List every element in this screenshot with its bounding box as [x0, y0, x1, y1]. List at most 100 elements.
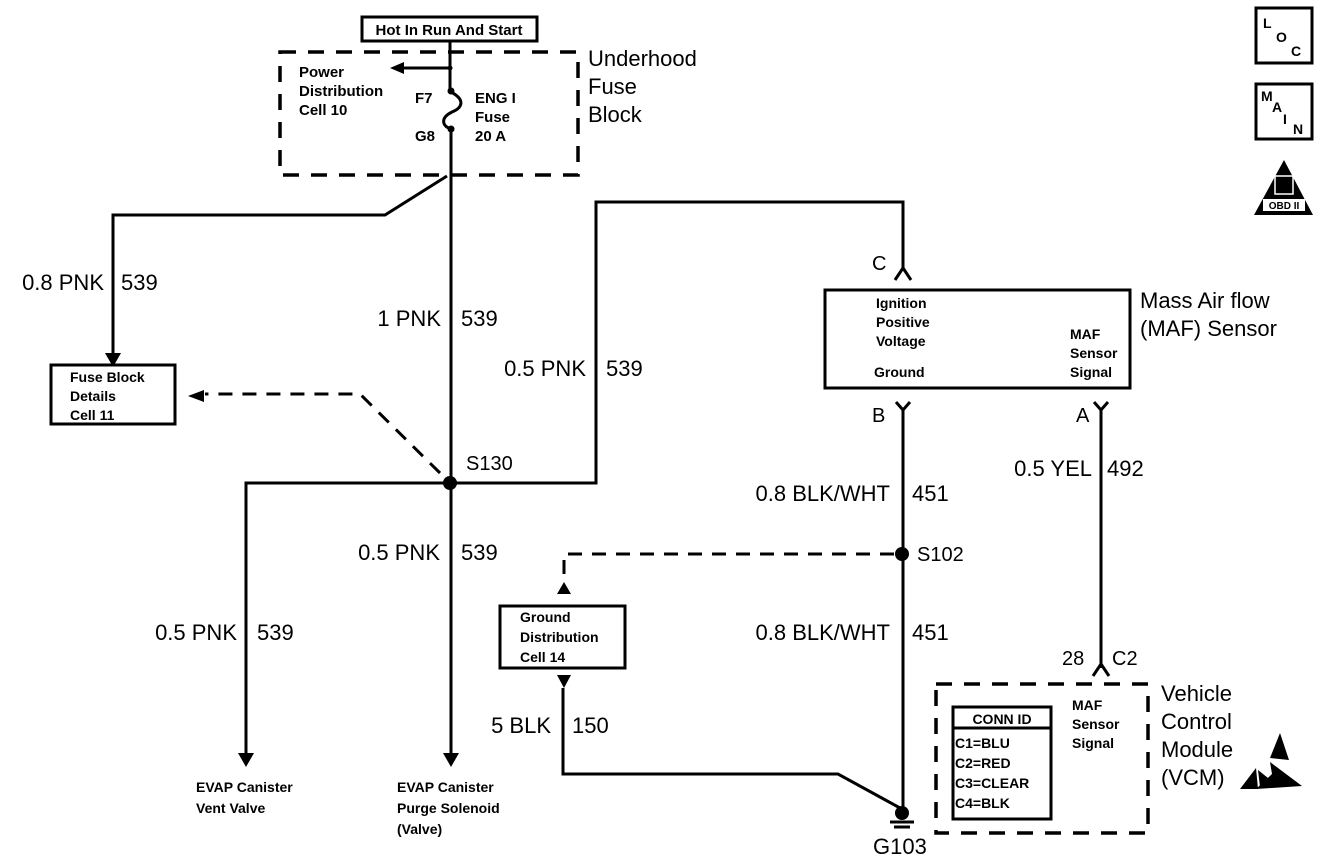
conn-id-c1: C1=BLU: [955, 735, 1010, 751]
splice-s130-label: S130: [466, 453, 513, 475]
arrow-down-icon: [443, 753, 459, 767]
maf-signal-line3: Signal: [1070, 364, 1112, 380]
arrow-up-icon: [557, 582, 571, 594]
wire-label-circuit: 150: [572, 713, 609, 738]
wire-label-circuit: 539: [461, 540, 498, 565]
power-dist-line2: Distribution: [299, 83, 383, 100]
conn-id-c2: C2=RED: [955, 755, 1011, 771]
connector-b-icon: [894, 401, 912, 413]
vehicle-control-module: CONN ID C1=BLU C2=RED C3=CLEAR C4=BLK MA…: [934, 681, 1233, 835]
hot-label-text: Hot In Run And Start: [376, 22, 523, 39]
fuse-label-line3: 20 A: [475, 128, 506, 145]
main-letter-n: N: [1293, 121, 1303, 137]
connector-c-icon: [893, 265, 913, 281]
arrow-down-icon: [557, 675, 571, 688]
wire-label-circuit: 492: [1107, 456, 1144, 481]
ground-symbol: [890, 820, 914, 829]
power-dist-line3: Cell 10: [299, 102, 347, 119]
wire-label-gauge: 0.8 BLK/WHT: [756, 620, 890, 645]
fuse-pin-in: F7: [415, 90, 433, 107]
arrow-left-icon: [390, 62, 404, 74]
wire-label-circuit: 539: [606, 356, 643, 381]
obd-top-text: II: [1281, 181, 1287, 193]
maf-title1: Mass Air flow: [1140, 288, 1270, 313]
maf-sensor: Ignition Positive Voltage Ground MAF Sen…: [823, 288, 1277, 390]
fuse-label-line1: ENG I: [475, 90, 516, 107]
ground-dist-line1: Ground: [520, 609, 571, 625]
vcm-connector-c2: C2: [1112, 648, 1138, 670]
wire-label-gauge: 0.5 PNK: [358, 540, 440, 565]
loc-button[interactable]: L O C: [1254, 6, 1314, 65]
vcm-signal-line1: MAF: [1072, 697, 1103, 713]
fuse-details-line1: Fuse Block: [70, 369, 145, 385]
splice-s102-label: S102: [917, 544, 964, 566]
ground-g103-icon: [895, 806, 909, 820]
wire-05pnk-maf: [450, 200, 905, 485]
main-letter-a: A: [1272, 99, 1282, 115]
loc-letter-l: L: [1263, 15, 1272, 31]
wire-label-gauge: 0.5 PNK: [504, 356, 586, 381]
junction-dot: [447, 65, 453, 71]
fuse-details-line3: Cell 11: [70, 407, 115, 423]
maf-pin-a: A: [1076, 405, 1090, 427]
dashed-ref-ground-dist: [562, 552, 894, 578]
load-vent-line1: EVAP Canister: [196, 779, 293, 795]
maf-ignition-line2: Positive: [876, 314, 930, 330]
wire-label-gauge: 0.8 BLK/WHT: [756, 481, 890, 506]
load-purge-line2: Purge Solenoid: [397, 800, 500, 816]
wire-label-circuit: 539: [461, 306, 498, 331]
wire-label-gauge: 5 BLK: [491, 713, 551, 738]
vcm-title1: Vehicle: [1161, 681, 1232, 706]
main-letter-i: I: [1283, 111, 1287, 127]
wire-label-circuit: 539: [257, 620, 294, 645]
maf-pin-c: C: [872, 253, 886, 275]
maf-ground-label: Ground: [874, 364, 925, 380]
fuse-block-title2: Fuse: [588, 74, 637, 99]
fuse-label-line2: Fuse: [475, 109, 510, 126]
load-purge-line1: EVAP Canister: [397, 779, 494, 795]
maf-ignition-line3: Voltage: [876, 333, 926, 349]
maf-pin-b: B: [872, 405, 885, 427]
ground-dist-line3: Cell 14: [520, 649, 565, 665]
ground-dist-line2: Distribution: [520, 629, 599, 645]
conn-id-header: CONN ID: [972, 711, 1031, 727]
maf-ignition-line1: Ignition: [876, 295, 927, 311]
ground-g103-label: G103: [873, 834, 927, 859]
maf-title2: (MAF) Sensor: [1140, 316, 1277, 341]
fuse-icon: [442, 90, 463, 131]
hot-in-run-start-label: Hot In Run And Start: [360, 15, 539, 43]
vcm-title2: Control: [1161, 709, 1232, 734]
wire-label-gauge: 0.8 PNK: [22, 270, 104, 295]
vcm-pin-28: 28: [1062, 648, 1084, 670]
wire-05pnk-vent: [244, 481, 450, 755]
connector-c2-icon: [1091, 661, 1111, 677]
maf-signal-line1: MAF: [1070, 326, 1101, 342]
fuse-block-title3: Block: [588, 102, 643, 127]
obd-bottom-text: OBD II: [1269, 201, 1300, 212]
main-button[interactable]: M A I N: [1254, 82, 1314, 141]
underhood-fuse-block: Power Distribution Cell 10 F7 G8 ENG I F…: [278, 46, 697, 177]
obd-ii-button[interactable]: II OBD II: [1254, 160, 1313, 215]
loc-letter-o: O: [1276, 29, 1287, 45]
fuse-pin-out: G8: [415, 128, 435, 145]
wire-08pnk: [111, 174, 448, 357]
vcm-signal-line3: Signal: [1072, 735, 1114, 751]
vcm-title3: Module: [1161, 737, 1233, 762]
loc-letter-c: C: [1291, 43, 1301, 59]
fuse-block-title1: Underhood: [588, 46, 697, 71]
arrow-down-icon: [105, 353, 121, 367]
wire-label-circuit: 451: [912, 620, 949, 645]
arrow-down-icon: [238, 753, 254, 767]
connector-a-icon: [1092, 401, 1110, 413]
load-vent-line2: Vent Valve: [196, 800, 265, 816]
vcm-signal-line2: Sensor: [1072, 716, 1120, 732]
ground-distribution-ref[interactable]: Ground Distribution Cell 14: [498, 604, 627, 670]
dashed-ref-fuse-details: [205, 392, 442, 475]
power-dist-line1: Power: [299, 64, 344, 81]
fuse-block-details-ref[interactable]: Fuse Block Details Cell 11: [49, 363, 177, 426]
wire-label-gauge: 0.5 YEL: [1014, 456, 1092, 481]
vcm-title4: (VCM): [1161, 765, 1225, 790]
fuse-details-line2: Details: [70, 388, 116, 404]
wire-label-gauge: 0.5 PNK: [155, 620, 237, 645]
